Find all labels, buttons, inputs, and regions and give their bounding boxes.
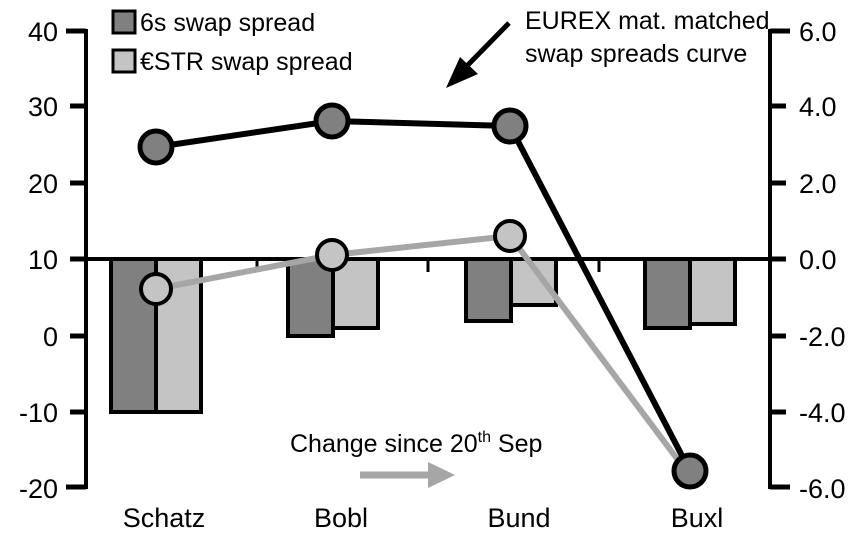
left-axis: 40 30 20 10 0 -10 -20 [19, 17, 88, 504]
legend-swatch-estr [111, 48, 137, 74]
eurex-marker-buxl[interactable] [671, 452, 709, 490]
legend-label-estr: €STR swap spread [140, 48, 353, 76]
right-axis-tick-label-neg4: -4.0 [799, 398, 846, 428]
left-axis-tick-label-10: 10 [28, 245, 58, 275]
category-label-bund: Bund [487, 503, 550, 533]
bar-estr-bobl[interactable] [331, 257, 380, 330]
category-labels: Schatz Bobl Bund Buxl [123, 503, 724, 533]
change-since-polyline[interactable] [155, 232, 693, 478]
right-axis-tick-label-neg6: -6.0 [799, 474, 846, 504]
bar-6s-buxl[interactable] [643, 257, 692, 330]
annotation-eurex-line2: swap spreads curve [525, 40, 747, 68]
annotation-change-since-text: Change since 20th Sep [290, 429, 542, 458]
category-label-buxl: Buxl [671, 503, 724, 533]
right-axis-tick-label-neg2: -2.0 [799, 322, 846, 352]
left-axis-tick-label-20: 20 [28, 169, 58, 199]
right-axis: 6.0 4.0 2.0 0.0 -2.0 -4.0 -6.0 [768, 17, 846, 504]
eurex-marker-bund[interactable] [491, 107, 529, 145]
left-axis-tick-label-neg10: -10 [19, 398, 58, 428]
annotation-eurex-callout: EUREX mat. matched swap spreads curve [446, 7, 770, 88]
down-left-arrow-icon [446, 21, 511, 88]
change-since-marker-bund[interactable] [493, 219, 527, 253]
bar-6s-schatz[interactable] [109, 257, 158, 414]
eurex-curve-polyline[interactable] [155, 117, 693, 473]
legend-item-estr-swap-spread[interactable]: €STR swap spread [111, 48, 353, 76]
legend-item-6s-swap-spread[interactable]: 6s swap spread [111, 9, 315, 37]
left-axis-tick-label-0: 0 [43, 322, 58, 352]
left-axis-tick-label-30: 30 [28, 92, 58, 122]
left-axis-tick-label-40: 40 [28, 17, 58, 47]
legend-swatch-6s [111, 9, 137, 35]
annotation-eurex-line1: EUREX mat. matched [525, 7, 770, 35]
change-since-marker-schatz[interactable] [139, 272, 173, 306]
series-change-since-line [139, 219, 693, 478]
right-arrow-icon [360, 462, 455, 488]
down-left-arrow-shaft [459, 21, 511, 74]
right-axis-tick-label-4: 4.0 [799, 92, 837, 122]
legend: 6s swap spread €STR swap spread [111, 9, 353, 76]
bar-estr-bund[interactable] [509, 257, 558, 307]
annotation-change-since-tail: Sep [491, 430, 542, 458]
series-eurex-curve [137, 102, 709, 490]
left-axis-tick-label-neg20: -20 [19, 474, 58, 504]
right-axis-tick-label-6: 6.0 [799, 17, 837, 47]
right-arrow-head [428, 462, 455, 488]
down-left-arrow-head [446, 57, 478, 88]
category-label-schatz: Schatz [123, 503, 206, 533]
right-axis-tick-label-0: 0.0 [799, 245, 837, 275]
bar-group-bund [464, 257, 558, 323]
bar-6s-bund[interactable] [464, 257, 513, 323]
category-label-bobl: Bobl [314, 503, 368, 533]
annotation-change-since-main: Change since 20 [290, 430, 478, 458]
eurex-marker-schatz[interactable] [137, 128, 175, 166]
annotation-change-since-superscript: th [478, 429, 491, 446]
right-axis-tick-label-2: 2.0 [799, 169, 837, 199]
annotation-change-since: Change since 20th Sep [290, 429, 542, 488]
bar-group-bobl [286, 257, 380, 338]
bar-estr-buxl[interactable] [688, 257, 737, 326]
bar-group-buxl [643, 257, 737, 330]
change-since-marker-bobl[interactable] [315, 238, 349, 272]
eurex-marker-bobl[interactable] [313, 102, 351, 140]
legend-label-6s: 6s swap spread [140, 9, 315, 37]
